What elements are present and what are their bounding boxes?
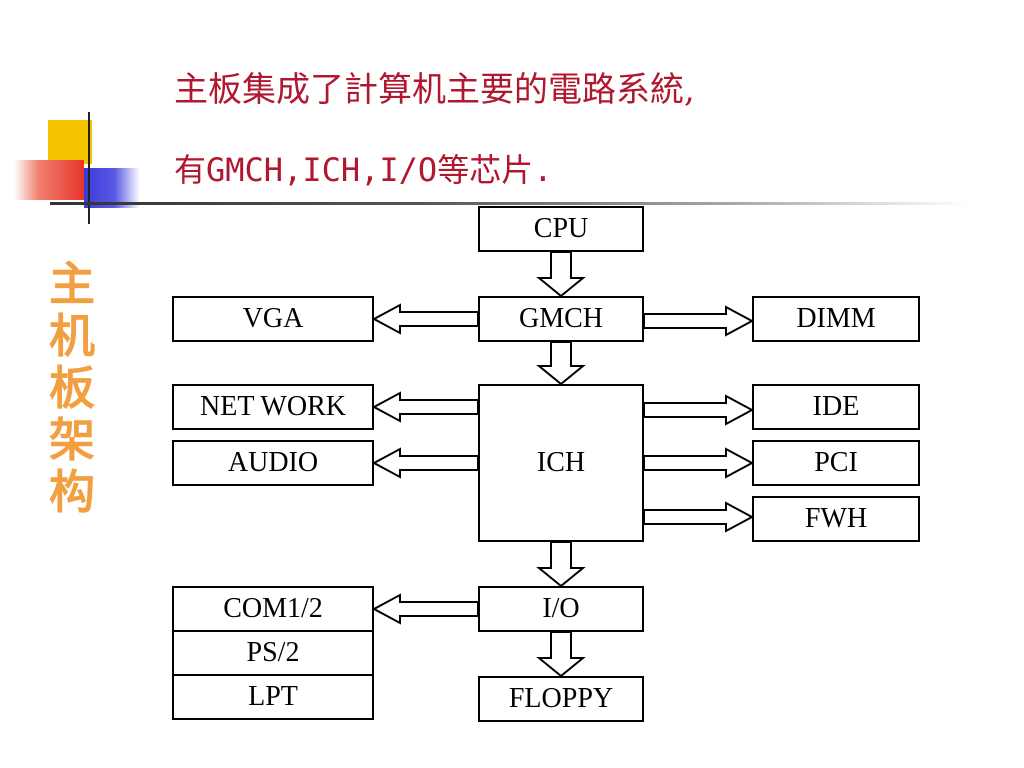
gmch-to-dimm-arrow xyxy=(643,305,755,337)
cpu-to-gmch-arrow xyxy=(536,251,586,298)
pci-block: PCI xyxy=(752,440,920,486)
side-caption-char: 主 xyxy=(49,257,95,311)
network-block: NET WORK xyxy=(172,384,374,430)
lpt-block: LPT xyxy=(172,674,374,720)
gmch-to-vga-arrow xyxy=(371,303,479,335)
decor-red-bar xyxy=(14,160,84,200)
title-line-2: 有GMCH,ICH,I/O等芯片. xyxy=(174,151,553,189)
fwh-block: FWH xyxy=(752,496,920,542)
com-block: COM1/2 xyxy=(172,586,374,632)
gmch-to-ich-arrow xyxy=(536,341,586,386)
gmch-block: GMCH xyxy=(478,296,644,342)
ich-to-fwh-arrow xyxy=(643,501,755,533)
ide-block: IDE xyxy=(752,384,920,430)
side-caption-char: 板 xyxy=(49,361,95,415)
io-to-com-arrow xyxy=(371,593,479,625)
audio-block: AUDIO xyxy=(172,440,374,486)
floppy-block: FLOPPY xyxy=(478,676,644,722)
side-caption: 主 机 板 架 构 xyxy=(42,258,102,518)
cpu-block: CPU xyxy=(478,206,644,252)
ich-to-io-arrow xyxy=(536,541,586,588)
side-caption-char: 架 xyxy=(49,413,95,467)
io-to-floppy-arrow xyxy=(536,631,586,678)
vga-block: VGA xyxy=(172,296,374,342)
side-caption-char: 机 xyxy=(49,309,95,363)
decor-yellow-square xyxy=(48,120,92,164)
ich-block: ICH xyxy=(478,384,644,542)
title-line-1: 主板集成了計算机主要的電路系統, xyxy=(174,70,695,110)
title-underline xyxy=(50,202,970,205)
io-block: I/O xyxy=(478,586,644,632)
ich-to-ide-arrow xyxy=(643,394,755,426)
ps2-block: PS/2 xyxy=(172,630,374,676)
side-caption-char: 构 xyxy=(49,465,95,519)
dimm-block: DIMM xyxy=(752,296,920,342)
ich-to-pci-arrow xyxy=(643,447,755,479)
ich-to-audio-arrow xyxy=(371,447,479,479)
ich-to-network-arrow xyxy=(371,391,479,423)
decor-blue-square xyxy=(84,168,140,208)
decor-vertical-line xyxy=(88,112,90,224)
